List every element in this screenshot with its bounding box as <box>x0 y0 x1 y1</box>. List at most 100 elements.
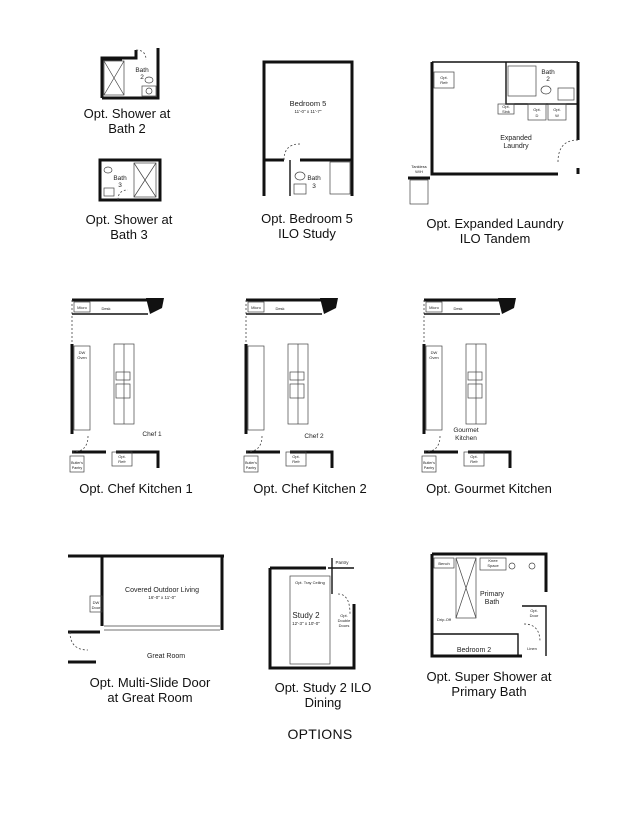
bedroom5-dim-label: 11'-0" x 11'-7" <box>294 109 321 114</box>
caption-laundry-line1: Opt. Expanded Laundry <box>426 216 564 231</box>
plan-bedroom5: Bedroom 5 11'-0" x 11'-7" Bath 3 <box>260 58 356 198</box>
chef1-dbl2-label: Oven <box>77 355 87 360</box>
caption-gourmet: Opt. Gourmet Kitchen <box>409 481 569 496</box>
primary-knee2-label: Space <box>487 563 499 568</box>
bedroom5-bath-label: Bath <box>307 175 321 182</box>
laundry-bathnum-label: 2 <box>546 76 550 83</box>
caption-chef1: Opt. Chef Kitchen 1 <box>66 481 206 496</box>
laundry-optref2-label: Refr <box>440 80 448 85</box>
chef2-pantry-label: Butler's <box>245 461 257 465</box>
bath2-num-label: 2 <box>140 74 144 81</box>
laundry-optd2-label: D <box>536 113 539 118</box>
laundry-optd-label: Opt. <box>533 107 541 112</box>
chef2-room-label: Chef 2 <box>304 433 324 440</box>
gourmet-room-label: Gourmet <box>453 427 478 434</box>
caption-multislide: Opt. Multi-Slide Door at Great Room <box>70 675 230 705</box>
plan-bath2: Bath 2 <box>100 46 160 100</box>
primary-room-label: Primary <box>480 591 505 598</box>
plan-study2: Pantry Opt. Tray Ceiling Study 2 12'-3" … <box>264 554 360 672</box>
primary-room2-label: Bath <box>485 599 500 606</box>
plan-multislide: Covered Outdoor Living 16'-0" x 11'-0" G… <box>64 550 232 666</box>
caption-multislide-line2: at Great Room <box>107 690 193 705</box>
gourmet-dbl-label: DW <box>431 350 438 355</box>
laundry-optw2-label: W <box>555 113 559 118</box>
gourmet-dbl2-label: Oven <box>429 355 439 360</box>
caption-chef2: Opt. Chef Kitchen 2 <box>240 481 380 496</box>
caption-bath3-line2: Bath 3 <box>110 227 148 242</box>
gourmet-refr-label: Opt. <box>470 454 478 459</box>
caption-primary-line2: Primary Bath <box>451 684 527 699</box>
caption-chef1-line1: Opt. Chef Kitchen 1 <box>79 481 193 496</box>
multislide-great-label: Great Room <box>147 653 185 660</box>
multislide-dim-label: 16'-0" x 11'-0" <box>148 595 176 600</box>
chef2-refr-label: Opt. <box>292 454 300 459</box>
chef1-desk-label: Desk <box>101 306 110 311</box>
caption-bedroom5: Opt. Bedroom 5 ILO Study <box>252 211 362 241</box>
laundry-bath-label: Bath <box>541 69 555 76</box>
primary-linen-label: Linen <box>527 646 537 651</box>
laundry-tankless-label: Tankless <box>411 164 427 169</box>
caption-multislide-line1: Opt. Multi-Slide Door <box>89 675 211 690</box>
primary-optdoor-label: Opt. <box>530 608 538 613</box>
caption-laundry: Opt. Expanded Laundry ILO Tandem <box>420 216 570 246</box>
chef2-pantry2-label: Pantry <box>246 466 257 470</box>
caption-study2: Opt. Study 2 ILO Dining <box>258 680 388 710</box>
study2-pantry-label: Pantry <box>335 560 349 565</box>
chef1-refr-label: Opt. <box>118 454 126 459</box>
primary-bed2-label: Bedroom 2 <box>457 647 491 654</box>
laundry-sink-label: Opt. <box>502 104 510 109</box>
plan-primary: Bench Knee Space Primary Bath Drip-Off O… <box>428 550 552 660</box>
chef1-dbl-label: DW <box>79 350 86 355</box>
study2-tray-label: Opt. Tray Ceiling <box>295 580 325 585</box>
bath2-room-label: Bath <box>135 67 149 74</box>
plan-laundry: Expanded Laundry Bath 2 Opt. Refr Opt. S… <box>408 58 584 208</box>
caption-chef2-line1: Opt. Chef Kitchen 2 <box>253 481 367 496</box>
laundry-optw-label: Opt. <box>553 107 561 112</box>
laundry-room-label: Expanded <box>500 135 532 142</box>
gourmet-pantry-label: Butler's <box>423 461 435 465</box>
multislide-dw-label: DW <box>93 600 100 605</box>
plan-bath3: Bath 3 <box>98 158 162 202</box>
caption-primary: Opt. Super Shower at Primary Bath <box>414 669 564 699</box>
laundry-room2-label: Laundry <box>503 143 529 150</box>
gourmet-desk-label: Desk <box>453 306 462 311</box>
caption-bedroom5-line2: ILO Study <box>278 226 336 241</box>
chef1-pantry2-label: Pantry <box>72 466 83 470</box>
chef1-micro-label: Micro <box>77 305 88 310</box>
plan-chef1: Micro Desk DW Oven Chef 1 Opt. Refr Butl… <box>66 296 170 476</box>
primary-optdoor2-label: Door <box>530 613 539 618</box>
chef1-pantry-label: Butler's <box>71 461 83 465</box>
chef1-room-label: Chef 1 <box>142 431 162 438</box>
caption-laundry-line2: ILO Tandem <box>459 231 531 246</box>
footer-title: OPTIONS <box>287 726 353 742</box>
chef2-refr2-label: Refr <box>292 459 300 464</box>
study2-doors3-label: Doors <box>339 623 350 628</box>
gourmet-micro-label: Micro <box>429 305 440 310</box>
study2-doors-label: Opt. <box>340 613 348 618</box>
laundry-tankless2-label: W/H <box>415 169 423 174</box>
caption-bath3-line1: Opt. Shower at <box>85 212 173 227</box>
gourmet-room2-label: Kitchen <box>455 435 477 442</box>
caption-bath3: Opt. Shower at Bath 3 <box>74 212 184 242</box>
caption-primary-line1: Opt. Super Shower at <box>426 669 552 684</box>
plan-gourmet: Micro Desk DW Oven Gourmet Kitchen Opt. … <box>418 296 522 476</box>
laundry-optref-label: Opt. <box>440 75 448 80</box>
study2-dim-label: 12'-3" x 10'-0" <box>292 621 320 626</box>
study2-doors2-label: Double <box>338 618 351 623</box>
primary-knee-label: Knee <box>488 558 498 563</box>
multislide-outdoor-label: Covered Outdoor Living <box>125 587 199 594</box>
chef1-refr2-label: Refr <box>118 459 126 464</box>
bath3-room-label: Bath <box>113 175 127 182</box>
caption-bath2-line1: Opt. Shower at <box>83 106 171 121</box>
chef2-micro-label: Micro <box>251 305 262 310</box>
primary-bench-label: Bench <box>438 561 449 566</box>
caption-gourmet-line1: Opt. Gourmet Kitchen <box>426 481 552 496</box>
bedroom5-room-label: Bedroom 5 <box>290 99 327 108</box>
bedroom5-bathnum-label: 3 <box>312 183 316 190</box>
caption-bath2-line2: Bath 2 <box>108 121 146 136</box>
primary-drip-label: Drip-Off <box>437 617 452 622</box>
gourmet-refr2-label: Refr <box>470 459 478 464</box>
chef2-desk-label: Desk <box>275 306 284 311</box>
laundry-sink2-label: Sink <box>502 109 510 114</box>
caption-study2-line1: Opt. Study 2 ILO <box>274 680 372 695</box>
